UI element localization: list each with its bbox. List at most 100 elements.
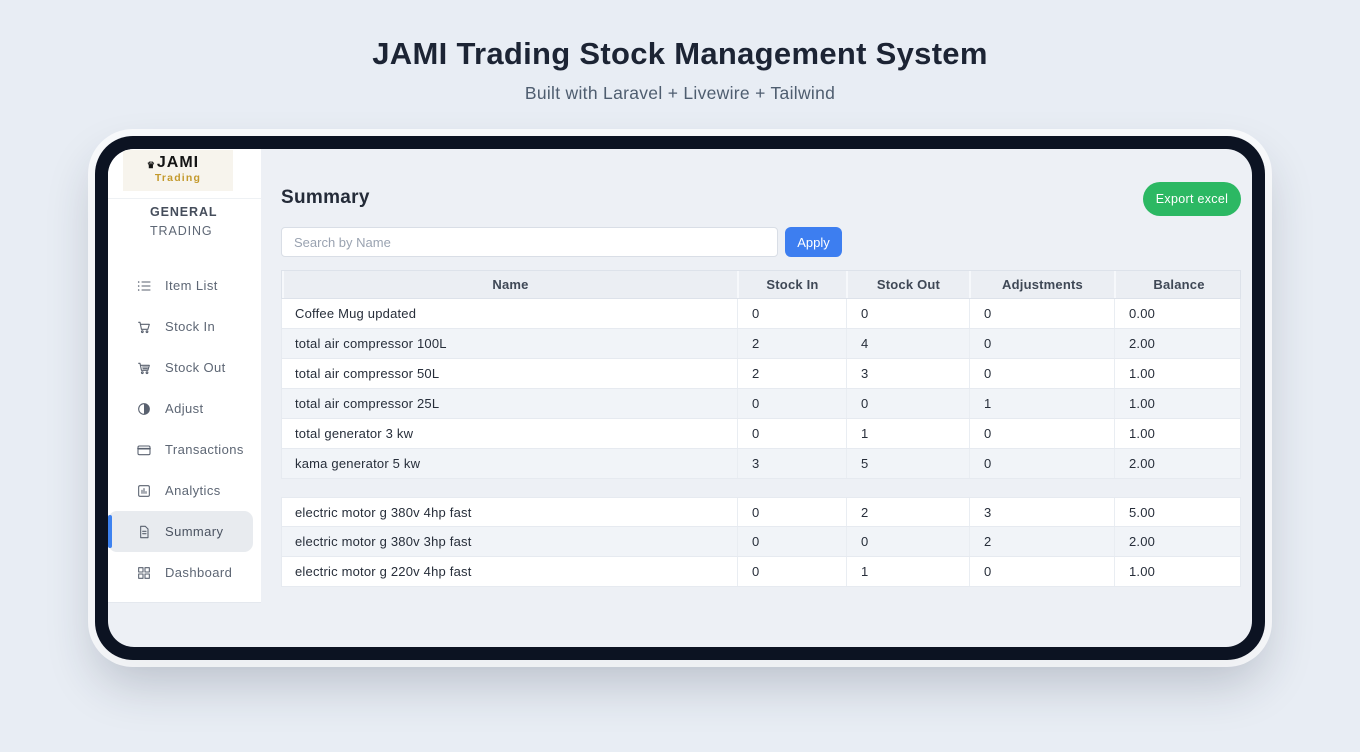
cell-stock-in: 0 <box>737 557 846 586</box>
cell-balance: 5.00 <box>1114 498 1242 526</box>
search-input[interactable] <box>281 227 778 257</box>
cell-name: electric motor g 380v 4hp fast <box>295 504 472 520</box>
sidebar: ♛ JAMI Trading GENERAL TRADING Item List <box>108 149 261 603</box>
table-row: Coffee Mug updated 0 0 0 0.00 <box>281 299 1241 329</box>
table-row: electric motor g 380v 3hp fast 0 0 2 2.0… <box>281 527 1241 557</box>
sidebar-nav: Item List Stock In Stock Out Adj <box>108 265 261 593</box>
table-header-cell: Stock Out <box>846 271 969 298</box>
app-screen: Summary Export excel Apply Name Stock In… <box>108 149 1252 647</box>
cell-stock-out: 0 <box>846 527 969 556</box>
table-row: total generator 3 kw 0 1 0 1.00 <box>281 419 1241 449</box>
apply-button[interactable]: Apply <box>785 227 842 257</box>
cell-adjustments: 0 <box>969 449 1114 478</box>
cell-adjustments: 3 <box>969 498 1114 526</box>
logo-crown-icon: ♛ <box>146 160 156 170</box>
cell-stock-in: 0 <box>737 299 846 328</box>
cell-stock-in: 3 <box>737 449 846 478</box>
logo-subtext: Trading <box>154 172 202 184</box>
sidebar-item-label: Adjust <box>165 401 204 416</box>
cell-balance: 1.00 <box>1114 419 1242 448</box>
sidebar-item[interactable]: Analytics <box>108 470 261 511</box>
cell-balance: 1.00 <box>1114 389 1242 418</box>
page-subtitle: Built with Laravel + Livewire + Tailwind <box>524 83 836 103</box>
cell-stock-out: 2 <box>846 498 969 526</box>
cell-stock-out: 1 <box>846 557 969 586</box>
contrast-icon <box>136 401 152 417</box>
table-row: electric motor g 220v 4hp fast 0 1 0 1.0… <box>281 557 1241 587</box>
cell-stock-out: 0 <box>846 299 969 328</box>
sidebar-item[interactable]: Dashboard <box>108 552 261 593</box>
cell-adjustments: 0 <box>969 329 1114 358</box>
table-body: Coffee Mug updated 0 0 0 0.00 total air … <box>281 299 1241 587</box>
org-name-line1: GENERAL <box>150 205 218 219</box>
list-icon <box>136 278 152 294</box>
brand-logo: ♛ JAMI Trading <box>123 150 233 191</box>
cell-balance: 2.00 <box>1114 329 1242 358</box>
cell-name: total air compressor 100L <box>295 336 447 351</box>
device-frame: Summary Export excel Apply Name Stock In… <box>95 136 1265 660</box>
sidebar-divider <box>108 198 261 199</box>
cart-out-icon <box>136 360 152 376</box>
cell-name: total air compressor 50L <box>295 366 440 381</box>
cell-stock-out: 0 <box>846 389 969 418</box>
sidebar-item-label: Item List <box>165 278 218 293</box>
cell-name: total generator 3 kw <box>295 426 414 441</box>
cell-name: electric motor g 220v 4hp fast <box>295 564 472 579</box>
cell-balance: 1.00 <box>1114 557 1242 586</box>
credit-card-icon <box>136 442 152 458</box>
cart-in-icon <box>136 319 152 335</box>
cell-adjustments: 0 <box>969 299 1114 328</box>
cell-adjustments: 2 <box>969 527 1114 556</box>
cell-adjustments: 0 <box>969 359 1114 388</box>
table-row: kama generator 5 kw 3 5 0 2.00 <box>281 449 1241 479</box>
sidebar-item-label: Stock In <box>165 319 216 334</box>
export-excel-button[interactable]: Export excel <box>1143 182 1241 216</box>
cell-stock-in: 0 <box>737 419 846 448</box>
summary-table: Name Stock In Stock Out Adjustments Bala… <box>281 270 1241 587</box>
cell-stock-out: 1 <box>846 419 969 448</box>
cell-stock-out: 4 <box>846 329 969 358</box>
sidebar-item[interactable]: Summary <box>108 511 253 552</box>
cell-stock-out: 3 <box>846 359 969 388</box>
cell-adjustments: 1 <box>969 389 1114 418</box>
table-header-cell: Adjustments <box>969 271 1114 298</box>
table-row: total air compressor 50L 2 3 0 1.00 <box>281 359 1241 389</box>
cell-balance: 2.00 <box>1114 527 1242 556</box>
cell-name: Coffee Mug updated <box>295 306 417 321</box>
org-name: GENERAL TRADING <box>150 205 217 238</box>
section-heading: Summary <box>281 187 370 208</box>
cell-balance: 2.00 <box>1114 449 1242 478</box>
cell-stock-out: 5 <box>846 449 969 478</box>
cell-name: electric motor g 380v 3hp fast <box>295 534 472 549</box>
cell-stock-in: 2 <box>737 359 846 388</box>
table-header-row: Name Stock In Stock Out Adjustments Bala… <box>281 270 1241 299</box>
sidebar-item[interactable]: Adjust <box>108 388 261 429</box>
sidebar-item-label: Stock Out <box>165 360 226 375</box>
grid-icon <box>136 565 152 581</box>
page-title: JAMI Trading Stock Management System <box>372 36 988 71</box>
cell-stock-in: 0 <box>737 389 846 418</box>
table-header-cell: Balance <box>1114 271 1242 298</box>
sidebar-item-label: Transactions <box>165 442 244 457</box>
cell-name: kama generator 5 kw <box>295 456 421 471</box>
org-name-line2: TRADING <box>150 224 213 238</box>
sidebar-item-label: Analytics <box>165 483 221 498</box>
sidebar-item-label: Dashboard <box>165 565 233 580</box>
sidebar-item-label: Summary <box>165 524 224 539</box>
cell-balance: 0.00 <box>1114 299 1242 328</box>
sidebar-item[interactable]: Stock In <box>108 306 261 347</box>
cell-stock-in: 2 <box>737 329 846 358</box>
sidebar-item[interactable]: Transactions <box>108 429 261 470</box>
cell-name: total air compressor 25L <box>295 396 440 411</box>
table-row: electric motor g 380v 4hp fast 0 2 3 5.0… <box>281 497 1241 527</box>
cell-adjustments: 0 <box>969 557 1114 586</box>
sidebar-item[interactable]: Item List <box>108 265 261 306</box>
table-header-cell: Stock In <box>737 271 846 298</box>
logo-text: ♛ JAMI <box>147 154 199 171</box>
cell-balance: 1.00 <box>1114 359 1242 388</box>
cell-stock-in: 0 <box>737 498 846 526</box>
analytics-icon <box>136 483 152 499</box>
sidebar-item[interactable]: Stock Out <box>108 347 261 388</box>
table-row: total air compressor 100L 2 4 0 2.00 <box>281 329 1241 359</box>
table-header-cell: Name <box>282 271 737 298</box>
